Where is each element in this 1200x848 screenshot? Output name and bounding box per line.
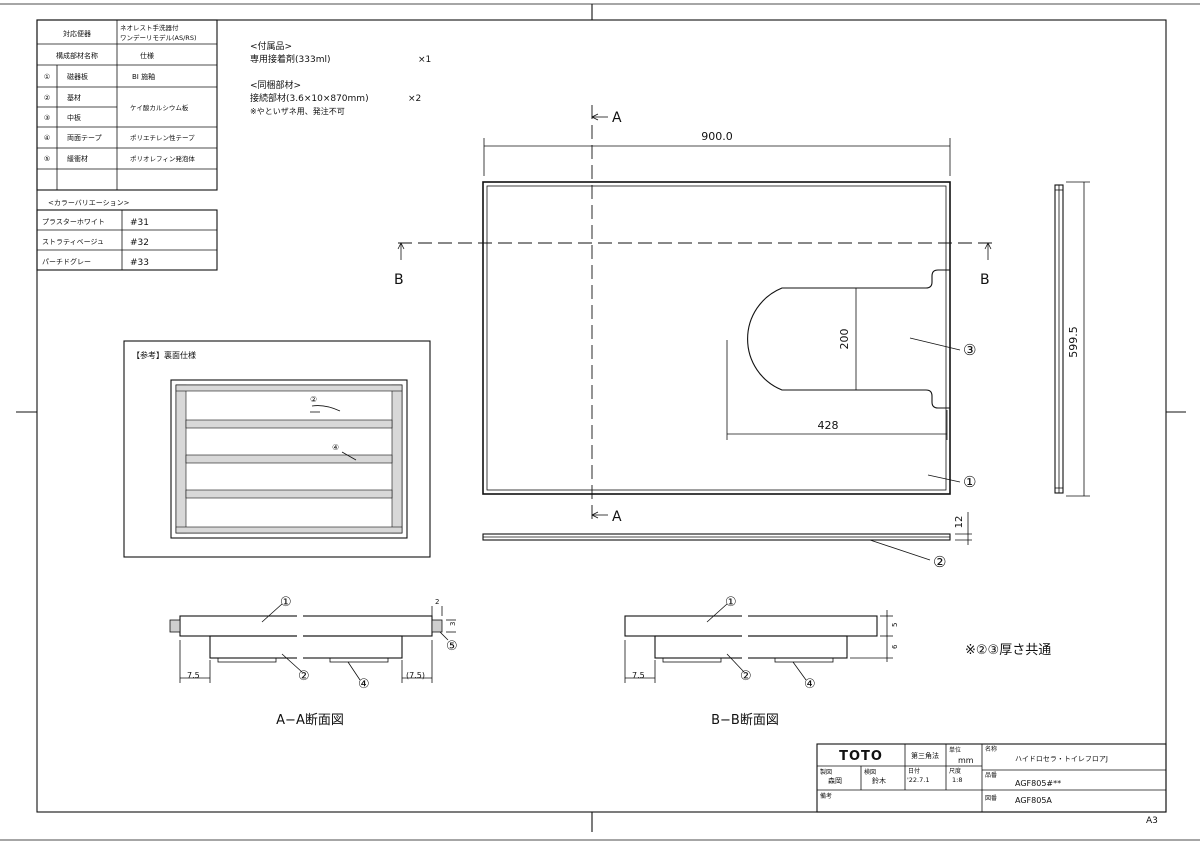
spec-row-4-num: ④ [44, 134, 50, 142]
accessory-title: <付属品> [250, 41, 292, 52]
bundle-note: ※やといザネ用、発注不可 [250, 106, 345, 116]
color-2-name: ストラティベージュ [42, 238, 104, 246]
plan-callout-3: ③ [963, 341, 976, 359]
bundle-qty: ×2 [408, 94, 421, 104]
drawn-value: 森岡 [828, 776, 842, 785]
aa-dim-right: (7.5) [406, 671, 425, 680]
accessory-qty: ×1 [418, 55, 431, 65]
projection-method: 第三角法 [911, 751, 939, 760]
unit-label: 単位 [949, 746, 961, 754]
bb-dim-top: 5 [891, 623, 899, 627]
aa-dim-side: 3 [449, 622, 457, 626]
bb-callout-1: ① [725, 595, 737, 610]
spec-col2-row-header: 仕様 [140, 51, 154, 60]
plan-view: 900.0 A A B B 200 428 ③ [394, 105, 1090, 571]
reference-title: 【参考】裏面仕様 [132, 350, 196, 360]
aa-callout-1: ① [280, 595, 292, 610]
spec-row-1-num: ① [44, 73, 50, 81]
drawn-label: 製図 [820, 768, 832, 776]
aa-dim-top: 2 [435, 598, 439, 606]
accessory-item: 専用接着剤(333ml) [250, 53, 330, 65]
section-a-bottom: A [612, 509, 622, 525]
name-value: ハイドロセラ・トイレフロアJ [1015, 755, 1108, 763]
spec-row-5-num: ⑤ [44, 155, 50, 163]
unit-value: mm [958, 756, 974, 765]
notes-block: <付属品> 専用接着剤(333ml) ×1 <同梱部材> 接続部材(3.6×10… [250, 41, 431, 116]
hatch-frame [175, 384, 403, 534]
spec-row-1-name: 磁器板 [67, 72, 88, 81]
spec-row-2-num: ② [44, 94, 50, 102]
scale-label: 尺度 [949, 767, 961, 775]
section-bb-view: 7.5 5 6 ① ② ④ B−B断面図 [624, 595, 899, 728]
section-bb-title: B−B断面図 [711, 713, 779, 728]
date-value: '22.7.1 [907, 776, 929, 784]
part-value: AGF805#** [1015, 779, 1061, 788]
spec-col1-row-header: 構成部材名称 [56, 51, 98, 60]
bundle-title: <同梱部材> [250, 79, 301, 91]
color-variation-table: <カラーバリエーション> プラスターホワイト #31 ストラティベージュ #32… [36, 199, 218, 271]
bundle-item: 接続部材(3.6×10×870mm) [250, 92, 369, 104]
section-aa-title: A−A断面図 [276, 713, 344, 728]
sheet-size: A3 [1146, 816, 1158, 826]
spec-row-2-name: 基材 [67, 93, 81, 102]
color-variation-title: <カラーバリエーション> [48, 199, 130, 207]
bb-callout-4: ④ [804, 677, 816, 692]
spec-row-3-name: 中板 [67, 113, 81, 122]
aa-callout-4: ④ [358, 677, 370, 692]
bb-dim-left: 7.5 [632, 671, 645, 680]
spec-col2-header-line1: ネオレスト手洗器付 [120, 23, 179, 32]
spec-row-3-num: ③ [44, 114, 50, 122]
reference-callout-4: ④ [332, 443, 339, 452]
reference-callout-2: ② [310, 395, 317, 404]
spec-col2-header-line2: ワンデーリモデル(AS/RS) [120, 33, 196, 42]
drawing-value: AGF805A [1015, 796, 1052, 805]
dim-thickness: 12 [954, 516, 965, 529]
spec-row-2-spec: ケイ酸カルシウム板 [130, 103, 189, 112]
title-block: TOTO 第三角法 単位 mm 名称 ハイドロセラ・トイレフロアJ 製図 森岡 … [816, 743, 1167, 813]
scale-value: 1:8 [952, 776, 962, 784]
sheet-frame [0, 3, 1200, 841]
color-3-name: パーチドグレー [42, 257, 91, 266]
checked-value: 鈴木 [872, 776, 886, 785]
common-thickness-note: ※②③厚さ共通 [965, 643, 1051, 658]
drawing-label: 図番 [985, 795, 997, 802]
color-1-code: #31 [130, 218, 149, 228]
date-label: 日付 [908, 767, 920, 775]
section-aa-view: 7.5 (7.5) 2 3 ① ② ④ ⑤ A−A断面図 [169, 595, 458, 728]
toto-logo: TOTO [839, 749, 883, 764]
spec-row-5-spec: ポリオレフィン発泡体 [130, 154, 195, 163]
spec-table: 対応便器 ネオレスト手洗器付 ワンデーリモデル(AS/RS) 構成部材名称 仕様… [36, 19, 218, 191]
spec-row-4-spec: ポリエチレン性テープ [130, 133, 195, 142]
reference-back-view: 【参考】裏面仕様 ② ④ [123, 340, 431, 558]
aa-callout-5: ⑤ [446, 639, 458, 654]
plan-callout-2: ② [933, 553, 946, 571]
remarks-label: 備考 [820, 792, 832, 800]
spec-row-1-spec: BI 施釉 [132, 72, 155, 81]
dim-width: 900.0 [701, 130, 733, 143]
checked-label: 検図 [864, 768, 876, 776]
section-b-left: B [394, 272, 404, 288]
bb-dim-lower: 6 [891, 644, 899, 649]
color-2-code: #32 [130, 238, 149, 248]
name-label: 名称 [985, 745, 997, 753]
spec-row-4-name: 両面テープ [67, 134, 102, 142]
spec-col1-header: 対応便器 [63, 29, 91, 38]
plan-callout-1: ① [963, 473, 976, 491]
section-b-right: B [980, 272, 990, 288]
dim-height: 599.5 [1067, 326, 1080, 358]
part-label: 品番 [985, 772, 997, 779]
section-a-top: A [612, 110, 622, 126]
dim-cutout-w: 428 [818, 419, 839, 432]
color-3-code: #33 [130, 258, 149, 268]
bb-callout-2: ② [740, 669, 752, 684]
dim-cutout-h: 200 [838, 329, 851, 350]
spec-row-5-name: 緩衝材 [67, 154, 88, 163]
color-1-name: プラスターホワイト [42, 217, 105, 226]
aa-callout-2: ② [298, 669, 310, 684]
aa-dim-left: 7.5 [187, 671, 200, 680]
